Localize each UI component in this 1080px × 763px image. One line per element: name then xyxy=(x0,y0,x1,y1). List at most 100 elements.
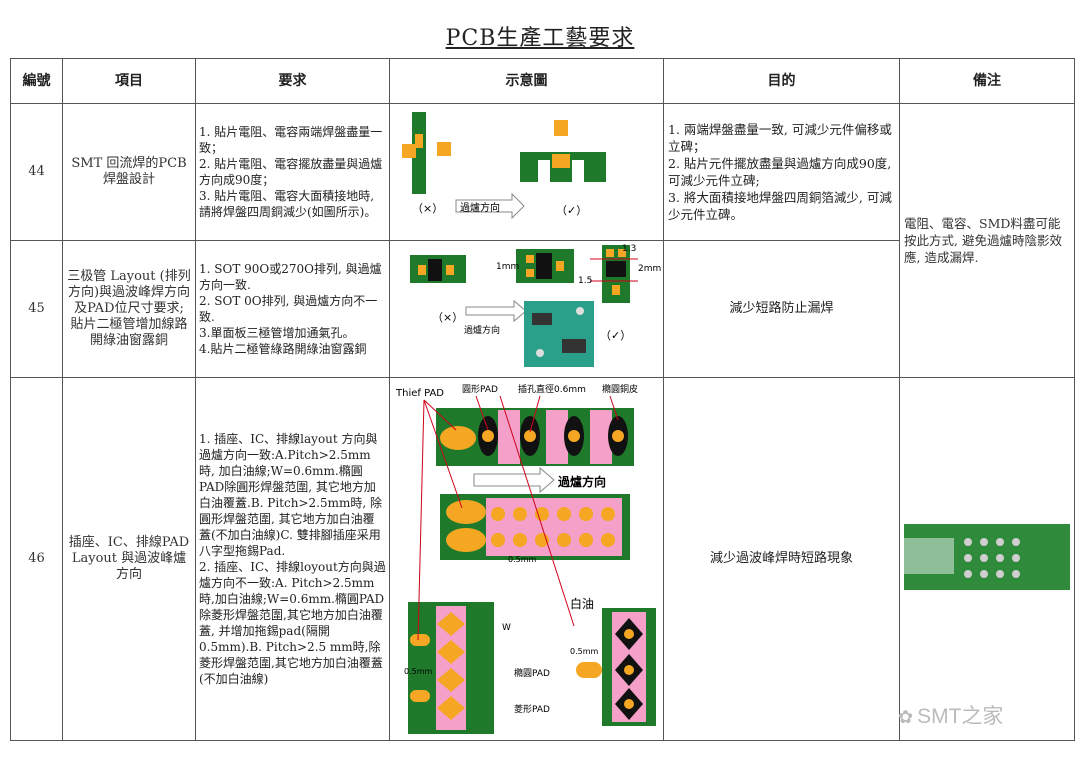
pad xyxy=(552,154,570,168)
row-number: 46 xyxy=(10,377,63,741)
round-pad xyxy=(624,699,634,709)
diamond-pad xyxy=(437,640,465,664)
dim-label: 1.3 xyxy=(622,244,636,254)
round-pad xyxy=(601,533,615,547)
pad xyxy=(402,144,416,158)
gap-label: 0.5mm xyxy=(404,667,433,676)
table-row: 46 插座、IC、排線PAD Layout 與過波峰爐方向 1. 插座、IC、排… xyxy=(10,377,1075,741)
drag-pad xyxy=(576,662,602,678)
row-note: 電阻、電容、SMD料盡可能按此方式, 避免過爐時陰影效應, 造成漏焊. xyxy=(899,103,1075,378)
transistor xyxy=(606,261,626,277)
white-oil-zone xyxy=(498,410,520,464)
photo-highlight xyxy=(904,538,954,574)
row-requirements: 1. SOT 90O或270O排列, 與過爐方向一致. 2. SOT 0O排列,… xyxy=(195,240,390,378)
row-photo-cell xyxy=(899,377,1075,741)
pad xyxy=(612,285,620,295)
row-number: 44 xyxy=(10,103,63,241)
requirement-line: 2. SOT 0O排列, 與過爐方向不一致. xyxy=(199,294,378,324)
drag-pad xyxy=(410,690,430,702)
round-pad xyxy=(612,430,624,442)
requirement-line: 3. 貼片電阻、電容大面積接地時, 請將焊盤四周銅減少(如圖所示)。 xyxy=(199,189,377,219)
requirement-line: 1. 貼片電阻、電容兩端焊盤盡量一致； xyxy=(199,125,383,155)
pad xyxy=(556,261,564,271)
dim-label: 2mm xyxy=(638,264,661,274)
pad xyxy=(418,265,426,275)
dim-label: 1mm xyxy=(496,262,519,272)
via xyxy=(536,349,544,357)
pcb-photo xyxy=(904,524,1070,590)
thief-pad xyxy=(446,500,486,524)
smd-pad-diagram: （×） 過爐方向 （✓） xyxy=(402,112,606,220)
hole-label: 插孔直徑0.6mm xyxy=(518,383,586,395)
round-pad xyxy=(624,629,634,639)
thief-pad-label: Thief PAD xyxy=(395,388,444,399)
header-requirement: 要求 xyxy=(195,58,390,104)
round-pad xyxy=(535,507,549,521)
right-label: （✓） xyxy=(600,329,631,342)
process-table: 編號 項目 要求 示意圖 目的 備注 44 SMT 回流焊的PCB焊盤設計 1.… xyxy=(10,58,1075,741)
requirement-line: 1. SOT 90O或270O排列, 與過爐方向一致. xyxy=(199,262,382,292)
pad xyxy=(554,120,568,136)
requirement-line: 2. 插座、IC、排線loyout方向與過爐方向不一致:A. Pitch>2.5… xyxy=(199,560,386,686)
photo-pad xyxy=(980,570,988,578)
requirement-line: 3.單面板三極管增加通氣孔。 xyxy=(199,326,355,340)
round-pad xyxy=(557,533,571,547)
flow-arrow xyxy=(473,466,555,494)
via xyxy=(576,307,584,315)
dim-label: 1.5 xyxy=(578,276,592,286)
requirement-line: 4.貼片二極管綠路開綠油窗露銅 xyxy=(199,342,367,356)
copper-relief xyxy=(538,160,550,182)
diamond-pad-label: 菱形PAD xyxy=(514,703,550,715)
leader-line xyxy=(475,395,489,431)
header-item: 項目 xyxy=(62,58,196,104)
round-pad xyxy=(535,533,549,547)
row-item: 三极管 Layout (排列方向)與過波峰焊方向及PAD位尺寸要求; 貼片二極管… xyxy=(62,240,196,378)
round-pad xyxy=(624,665,634,675)
diamond-pad xyxy=(437,612,465,636)
white-oil-zone xyxy=(546,410,568,464)
photo-pad xyxy=(996,554,1004,562)
row-requirements: 1. 貼片電阻、電容兩端焊盤盡量一致； 2. 貼片電阻、電容擺放盡量與過爐方向成… xyxy=(195,103,390,241)
pad xyxy=(606,249,614,257)
table-row: 45 三极管 Layout (排列方向)與過波峰焊方向及PAD位尺寸要求; 貼片… xyxy=(10,240,1075,378)
row-diagram: Thief PAD 圓形PAD 插孔直徑0.6mm 橢圓銅皮 過爐 xyxy=(389,377,664,741)
table-row: 44 SMT 回流焊的PCB焊盤設計 1. 貼片電阻、電容兩端焊盤盡量一致； 2… xyxy=(10,103,1075,378)
flow-label: 過爐方向 xyxy=(557,474,606,489)
row-item: 插座、IC、排線PAD Layout 與過波峰爐方向 xyxy=(62,377,196,741)
gap-label: 0.5mm xyxy=(570,647,599,656)
thief-pad xyxy=(446,528,486,552)
page-title: PCB生產工藝要求 xyxy=(445,26,635,51)
leader-line xyxy=(423,399,463,509)
component xyxy=(532,313,552,325)
round-pad xyxy=(601,507,615,521)
white-oil-zone xyxy=(486,498,622,556)
purpose-line: 2. 貼片元件擺放盡量與過爐方向成90度, 可減少元件立碑; xyxy=(668,156,892,188)
row-diagram: 1mm 1.3 1.5 2mm （×） 過爐方向 （✓） xyxy=(389,240,664,378)
leader-line xyxy=(609,395,619,421)
transistor xyxy=(428,259,442,281)
photo-pad xyxy=(964,570,972,578)
round-pad xyxy=(482,430,494,442)
row-diagram: （×） 過爐方向 （✓） xyxy=(389,103,664,241)
photo-pad xyxy=(980,538,988,546)
round-pad xyxy=(557,507,571,521)
flow-label: 過爐方向 xyxy=(464,324,500,336)
pad xyxy=(526,269,534,277)
photo-pad xyxy=(1012,538,1020,546)
purpose-line: 1. 兩端焊盤盡量一致, 可減少元件偏移或立碑； xyxy=(668,122,892,154)
watermark-text: SMT之家 xyxy=(917,705,1004,728)
round-pad-label: 圓形PAD xyxy=(462,383,498,395)
round-pad xyxy=(568,430,580,442)
component xyxy=(562,339,586,353)
round-pad xyxy=(513,507,527,521)
dim-label: 0.5mm xyxy=(508,555,537,564)
copper-relief xyxy=(572,160,584,182)
photo-pad xyxy=(1012,554,1020,562)
flow-label: 過爐方向 xyxy=(460,201,500,214)
photo-pad xyxy=(1012,570,1020,578)
connector-pad-diagram: Thief PAD 圓形PAD 插孔直徑0.6mm 橢圓銅皮 過爐 xyxy=(395,383,656,734)
leader-line xyxy=(499,395,575,627)
photo-pad xyxy=(996,570,1004,578)
row-number: 45 xyxy=(10,240,63,378)
photo-pad xyxy=(964,554,972,562)
